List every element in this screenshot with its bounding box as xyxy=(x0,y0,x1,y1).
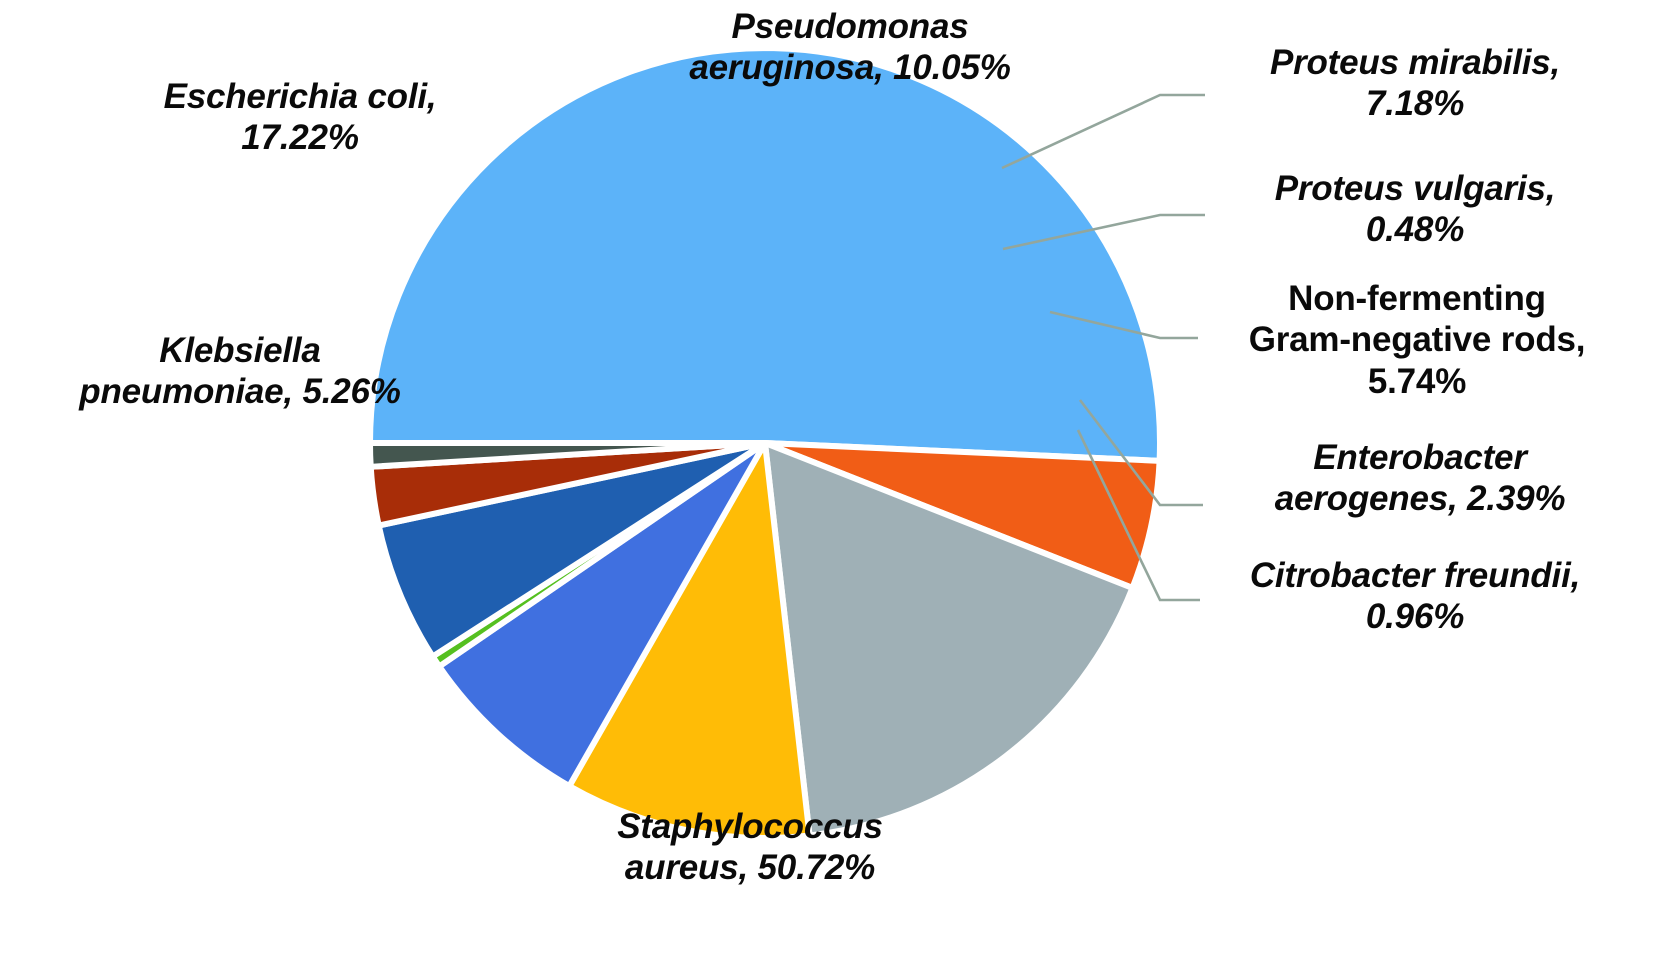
slice-label-staphylococcus-aureus: Staphylococcus aureus, 50.72% xyxy=(617,807,883,888)
slice-label-proteus-vulgaris: Proteus vulgaris, 0.48% xyxy=(1274,169,1556,250)
slice-label-proteus-mirabilis: Proteus mirabilis, 7.18% xyxy=(1269,43,1561,124)
slice-label-escherichia-coli: Escherichia coli, 17.22% xyxy=(163,77,437,158)
leader-line-enterobacter-aerogenes xyxy=(1078,399,1203,507)
pie-slice-pseudomonas-aeruginosa[interactable]: Pseudomonas aeruginosa, 10.05% xyxy=(566,440,813,841)
leader-line-citrobacter-freundii xyxy=(1076,429,1200,602)
pie-slice-staphylococcus-aureus[interactable]: Staphylococcus aureus, 50.72% xyxy=(367,45,1163,464)
pie-slice-escherichia-coli[interactable]: Escherichia coli, 17.22% xyxy=(762,440,1136,839)
leader-line-proteus-mirabilis xyxy=(1001,93,1205,170)
leader-line-proteus-vulgaris xyxy=(1002,213,1205,251)
slice-label-citrobacter-freundii: Citrobacter freundii, 0.96% xyxy=(1249,556,1581,637)
slice-label-pseudomonas-aeruginosa: Pseudomonas aeruginosa, 10.05% xyxy=(689,7,1011,88)
slice-label-nonfermenting-gram-negative-rods: Non-fermenting Gram-negative rods, 5.74% xyxy=(1248,279,1586,401)
leader-line-nonfermenting-rods xyxy=(1049,310,1198,340)
slice-label-klebsiella-pneumoniae: Klebsiella pneumoniae, 5.26% xyxy=(79,331,401,412)
slice-label-enterobacter-aerogenes: Enterobacter aerogenes, 2.39% xyxy=(1274,438,1566,519)
pie-slice-citrobacter-freundii[interactable]: Citrobacter freundii, 0.96% xyxy=(367,440,768,470)
leader-line-group xyxy=(1001,93,1205,602)
pie-slice-group: Staphylococcus aureus, 50.72%Klebsiella … xyxy=(367,45,1163,841)
pie-slice-proteus-mirabilis[interactable]: Proteus mirabilis, 7.18% xyxy=(436,440,768,790)
